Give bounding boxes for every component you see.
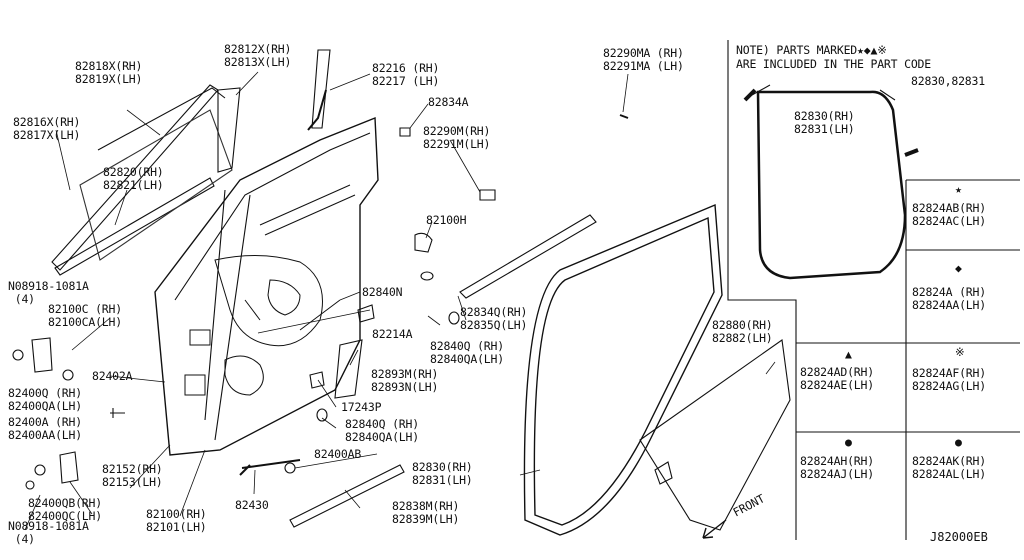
legend-82824ad: 82824AD(RH) 82824AE(LH)	[800, 365, 874, 392]
hinge-upper	[12, 337, 74, 381]
diagram-code: J82000EB	[930, 530, 988, 544]
legend-symbol-diamond: ◆	[955, 261, 962, 275]
callout-82216: 82216 (RH) 82217 (LH)	[372, 61, 440, 88]
callout-08918-1081a-upper: N08918-1081A (4)	[8, 279, 89, 306]
callout-82100: 82100(RH) 82101(LH)	[146, 507, 207, 534]
callout-82812x: 82812X(RH) 82813X(LH)	[224, 42, 292, 69]
door-glass	[79, 109, 233, 261]
callout-82100c: 82100C (RH) 82100CA(LH)	[48, 302, 122, 329]
door-weatherstrip	[523, 203, 723, 536]
weatherstrip-note-shape	[743, 84, 919, 280]
legend-82824a: 82824A (RH) 82824AA(LH)	[912, 285, 986, 312]
callout-82816x: 82816X(RH) 82817X(LH)	[13, 115, 81, 142]
legend-symbol-reference-mark: ※	[955, 345, 965, 359]
callout-82818x: 82818X(RH) 82819X(LH)	[75, 59, 143, 86]
door-trim-panel	[639, 339, 791, 531]
callout-82152: 82152(RH) 82153(LH)	[102, 462, 163, 489]
callout-82400q: 82400Q (RH) 82400QA(LH)	[8, 386, 82, 413]
callout-82430: 82430	[235, 498, 269, 512]
callout-82834a: 82834A	[428, 95, 469, 109]
screen-seal	[309, 339, 363, 422]
note-line-1: NOTE) PARTS MARKED★◆▲※	[736, 44, 887, 57]
door-frame	[154, 116, 379, 456]
callout-82893m: 82893M(RH) 82893N(LH)	[371, 367, 439, 394]
callout-82400ab: 82400AB	[314, 447, 362, 461]
callout-17243p: 17243P	[341, 400, 382, 414]
door-inner-panel	[184, 184, 356, 396]
note-text: NOTE) PARTS MARKED	[736, 43, 858, 57]
seal-strip	[289, 214, 597, 528]
callout-82830-lower: 82830(RH) 82831(LH)	[412, 460, 473, 487]
callout-82214a: 82214A	[372, 327, 413, 341]
callout-82290ma: 82290MA (RH) 82291MA (LH)	[603, 46, 684, 73]
legend-grid	[727, 40, 1020, 540]
callout-82100h: 82100H	[426, 213, 467, 227]
legend-82824ah: 82824AH(RH) 82824AJ(LH)	[800, 454, 874, 481]
callout-82820: 82820(RH) 82821(LH)	[103, 165, 164, 192]
fastener-parts	[110, 114, 629, 476]
callout-08918-1081a-lower: N08918-1081A (4)	[8, 519, 89, 546]
callout-82830-note: 82830(RH) 82831(LH)	[794, 109, 855, 136]
legend-82824ak: 82824AK(RH) 82824AL(LH)	[912, 454, 986, 481]
note-line-3: 82830,82831	[911, 74, 985, 88]
note-line-2: ARE INCLUDED IN THE PART CODE	[736, 57, 931, 71]
legend-symbol-triangle: ▲	[845, 347, 852, 361]
callout-82840q-lower: 82840Q (RH) 82840QA(LH)	[345, 417, 419, 444]
legend-symbol-star: ★	[955, 182, 962, 196]
callout-82840n: 82840N	[362, 285, 403, 299]
callout-82400a: 82400A (RH) 82400AA(LH)	[8, 415, 82, 442]
callout-82402a: 82402A	[92, 369, 133, 383]
legend-82824ab: 82824AB(RH) 82824AC(LH)	[912, 201, 986, 228]
note-symbols: ★◆▲※	[857, 43, 887, 57]
legend-symbol-dot: ●	[845, 435, 852, 449]
callout-82840q-upper: 82840Q (RH) 82840QA(LH)	[430, 339, 504, 366]
leader-lines	[24, 71, 776, 531]
legend-82824af: 82824AF(RH) 82824AG(LH)	[912, 366, 986, 393]
callout-82834q: 82834Q(RH) 82835Q(LH)	[460, 305, 528, 332]
callout-82400qb: 82400QB(RH) 82400QC(LH)	[28, 496, 102, 523]
callout-82880: 82880(RH) 82882(LH)	[712, 318, 773, 345]
hinge-lower	[25, 451, 79, 490]
legend-symbol-circle: ●	[955, 435, 962, 449]
callout-82290m: 82290M(RH) 82291M(LH)	[423, 124, 491, 151]
callout-82838m: 82838M(RH) 82839M(LH)	[392, 499, 460, 526]
front-arrow	[702, 519, 727, 539]
sash-channel	[217, 49, 331, 173]
